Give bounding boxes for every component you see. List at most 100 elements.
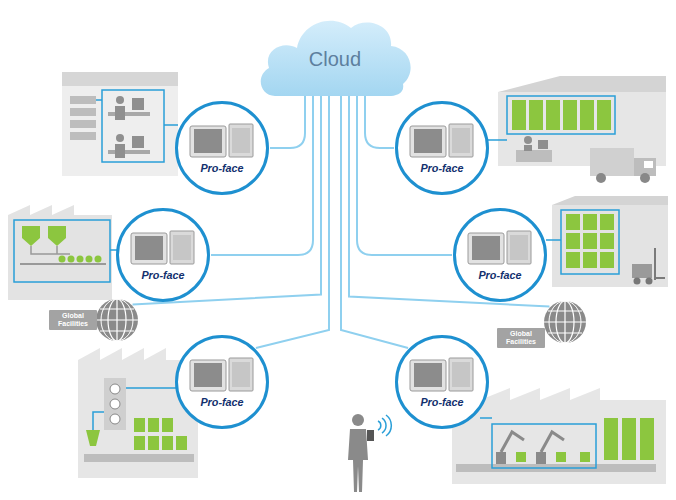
office-scene-part (70, 108, 96, 116)
office-scene-part (108, 112, 150, 116)
factory-scene-part (148, 436, 159, 450)
robot-line-scene-part (501, 432, 524, 452)
brand-label: Pro-face (174, 162, 270, 174)
robot-line-scene-part (536, 452, 546, 464)
warehouse-scene-part (580, 100, 594, 130)
device-icons-part (468, 233, 504, 264)
device-icons-part (410, 360, 446, 391)
location-tag: Global Facilities (49, 310, 97, 330)
storage-scene-part (600, 214, 614, 230)
storage-scene-part (561, 210, 619, 274)
factory-scene-part (134, 436, 145, 450)
device-icons-part (410, 126, 446, 157)
warehouse-scene-part (538, 140, 548, 149)
robot-line-scene-part (516, 452, 526, 462)
device-icons-part (229, 358, 253, 391)
storage-scene-part (583, 214, 597, 230)
connector-line (256, 95, 329, 348)
robot-line-scene-part (556, 452, 566, 462)
office-scene-part (132, 98, 144, 110)
device-icons-part (190, 360, 226, 391)
device-circle: Pro-face (394, 334, 490, 430)
operator-figure-part (378, 415, 391, 436)
device-circle: Pro-face (115, 207, 211, 303)
warehouse-scene-part (524, 136, 532, 144)
device-icons (174, 334, 270, 430)
warehouse-scene-part (516, 150, 552, 162)
warehouse-scene-part (640, 173, 650, 183)
storage-scene-part (566, 252, 580, 268)
storage-scene-part (632, 264, 652, 278)
device-icons-part (232, 362, 250, 387)
globe-symbol-part (544, 301, 586, 343)
warehouse-scene-part (597, 100, 611, 130)
process-plant-scene-part (48, 226, 66, 246)
connector-line (365, 95, 394, 148)
office-scene-part (132, 136, 144, 148)
warehouse-scene-part (546, 100, 560, 130)
connector-line (349, 95, 549, 306)
location-tag: Global Facilities (497, 328, 545, 348)
device-icons (394, 100, 490, 196)
robot-line-scene-part (480, 417, 492, 419)
warehouse-scene-part (563, 100, 577, 130)
factory-scene-part (104, 378, 126, 430)
warehouse-scene-part (524, 145, 532, 151)
storage-scene-part (583, 233, 597, 249)
device-icons-part (170, 231, 194, 264)
storage-scene-part (552, 205, 668, 287)
device-icons-part (452, 362, 470, 387)
storage-scene-part (655, 248, 665, 280)
device-icons-part (229, 124, 253, 157)
brand-label: Pro-face (115, 269, 211, 281)
office-scene-part (115, 106, 125, 120)
warehouse-scene-part (512, 100, 526, 130)
storage-scene-part (600, 252, 614, 268)
factory-scene-part (148, 418, 159, 432)
process-plant-scene-part (22, 226, 40, 246)
device-icons-part (232, 128, 250, 153)
device-icons (115, 207, 211, 303)
device-icons-part (190, 126, 226, 157)
robot-line-scene-part (622, 418, 636, 460)
process-plant-scene-part (31, 246, 70, 254)
device-icons-part (449, 124, 473, 157)
device-icons-part (414, 129, 442, 153)
device-icons (394, 334, 490, 430)
device-icons-part (194, 129, 222, 153)
storage-scene-part (546, 239, 561, 241)
device-icons-part (414, 363, 442, 387)
warehouse-scene (488, 76, 666, 183)
robot-line-scene-part (492, 424, 596, 468)
device-icons-part (455, 210, 546, 301)
brand-label: Pro-face (394, 162, 490, 174)
office-scene-part (62, 72, 178, 86)
warehouse-scene-part (498, 92, 666, 166)
robot-line-scene-part (496, 452, 506, 464)
device-icons-part (173, 235, 191, 260)
office-scene-part (116, 134, 124, 142)
robot-line-scene-part (640, 418, 654, 460)
factory-scene-part (134, 418, 145, 432)
globe-symbol-part (96, 299, 138, 341)
device-icons-part (397, 337, 488, 428)
device-icons-part (118, 210, 209, 301)
device-icons-part (177, 103, 268, 194)
device-icons-part (510, 235, 528, 260)
factory-scene-part (110, 399, 120, 409)
globe-symbol-part (96, 299, 138, 341)
operator-figure-part (367, 430, 374, 441)
device-icons-part (507, 231, 531, 264)
robot-line-scene-part (604, 418, 618, 460)
operator-figure-part (352, 414, 364, 426)
storage-scene-part (634, 278, 641, 285)
factory-scene-part (110, 414, 120, 424)
device-icons (174, 100, 270, 196)
device-icons-part (135, 236, 163, 260)
process-plant-scene-part (8, 205, 112, 300)
office-scene-part (108, 150, 150, 154)
office-scene (62, 72, 178, 176)
device-icons-part (449, 358, 473, 391)
process-plant-scene-part (20, 263, 106, 265)
